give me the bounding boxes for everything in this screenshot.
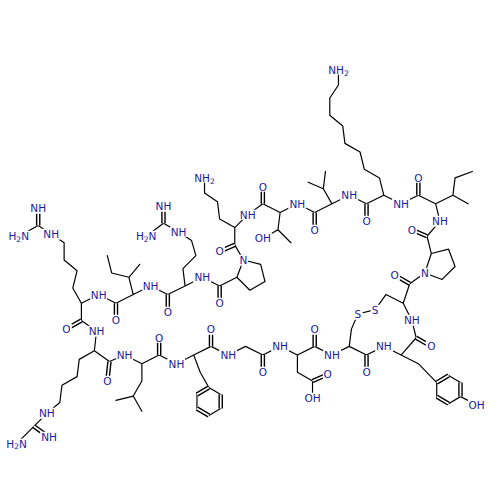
atom-label: O — [310, 225, 320, 236]
single-bonds — [17, 70, 477, 444]
atom-label: NH — [271, 341, 289, 352]
atom-label: S — [354, 309, 363, 320]
atom-label: NH — [340, 190, 358, 201]
atom-label: OH — [303, 393, 321, 404]
atom-label: NH — [219, 350, 237, 361]
atom-label: O — [413, 173, 423, 184]
atom-label: O — [102, 376, 112, 387]
atom-label: O — [61, 324, 71, 335]
atom-label: NH — [170, 227, 188, 238]
atom-label: NH — [116, 350, 134, 361]
atom-label: O — [361, 367, 371, 378]
atom-label: O — [214, 246, 224, 257]
atom-label: NH — [375, 341, 393, 352]
atom-label: OH — [468, 399, 486, 410]
atom-label: O — [163, 307, 173, 318]
atom-label: NH — [40, 432, 58, 443]
atom-label: O — [111, 315, 121, 326]
atom-label: NH — [168, 358, 186, 369]
atom-label: NH — [239, 209, 257, 220]
atom-label: NH — [155, 201, 173, 212]
atom-label: NH — [38, 408, 56, 419]
atom-label: O — [154, 333, 164, 344]
double-bond-gap — [34, 178, 461, 437]
atom-label: NH2 — [327, 65, 350, 76]
double-bonds — [34, 178, 461, 437]
atom-label: NH — [323, 350, 341, 361]
atom-label: O — [258, 367, 268, 378]
atom-label: O — [361, 216, 371, 227]
atom-label: H2N — [5, 438, 28, 449]
atom-label: O — [206, 324, 216, 335]
atom-label: NH — [193, 272, 211, 283]
atom-label: O — [310, 324, 320, 335]
atom-label: O — [407, 225, 417, 236]
atom-label: H2N — [135, 231, 158, 242]
atom-label: NH — [142, 281, 160, 292]
atom-label: NH — [29, 203, 47, 214]
atom-label: OH — [254, 233, 272, 244]
atom-label: S — [371, 304, 380, 315]
atom-label: NH — [431, 216, 449, 227]
atom-label: NH — [90, 289, 108, 300]
atom-label: O — [258, 181, 268, 192]
atom-label: NH — [403, 315, 421, 326]
atom-label: NH2 — [193, 173, 216, 184]
atom-label: N — [238, 255, 248, 266]
atom-label: NH — [88, 326, 106, 337]
atom-label: NH — [42, 229, 60, 240]
atom-label: O — [389, 270, 399, 281]
atom-label: O — [426, 341, 436, 352]
atom-label: O — [322, 369, 332, 380]
atom-label: NH — [289, 199, 307, 210]
atom-label: H2N — [7, 231, 30, 242]
atom-label: NH — [392, 199, 410, 210]
atom-label: N — [420, 268, 430, 279]
atom-label: O — [214, 298, 224, 309]
